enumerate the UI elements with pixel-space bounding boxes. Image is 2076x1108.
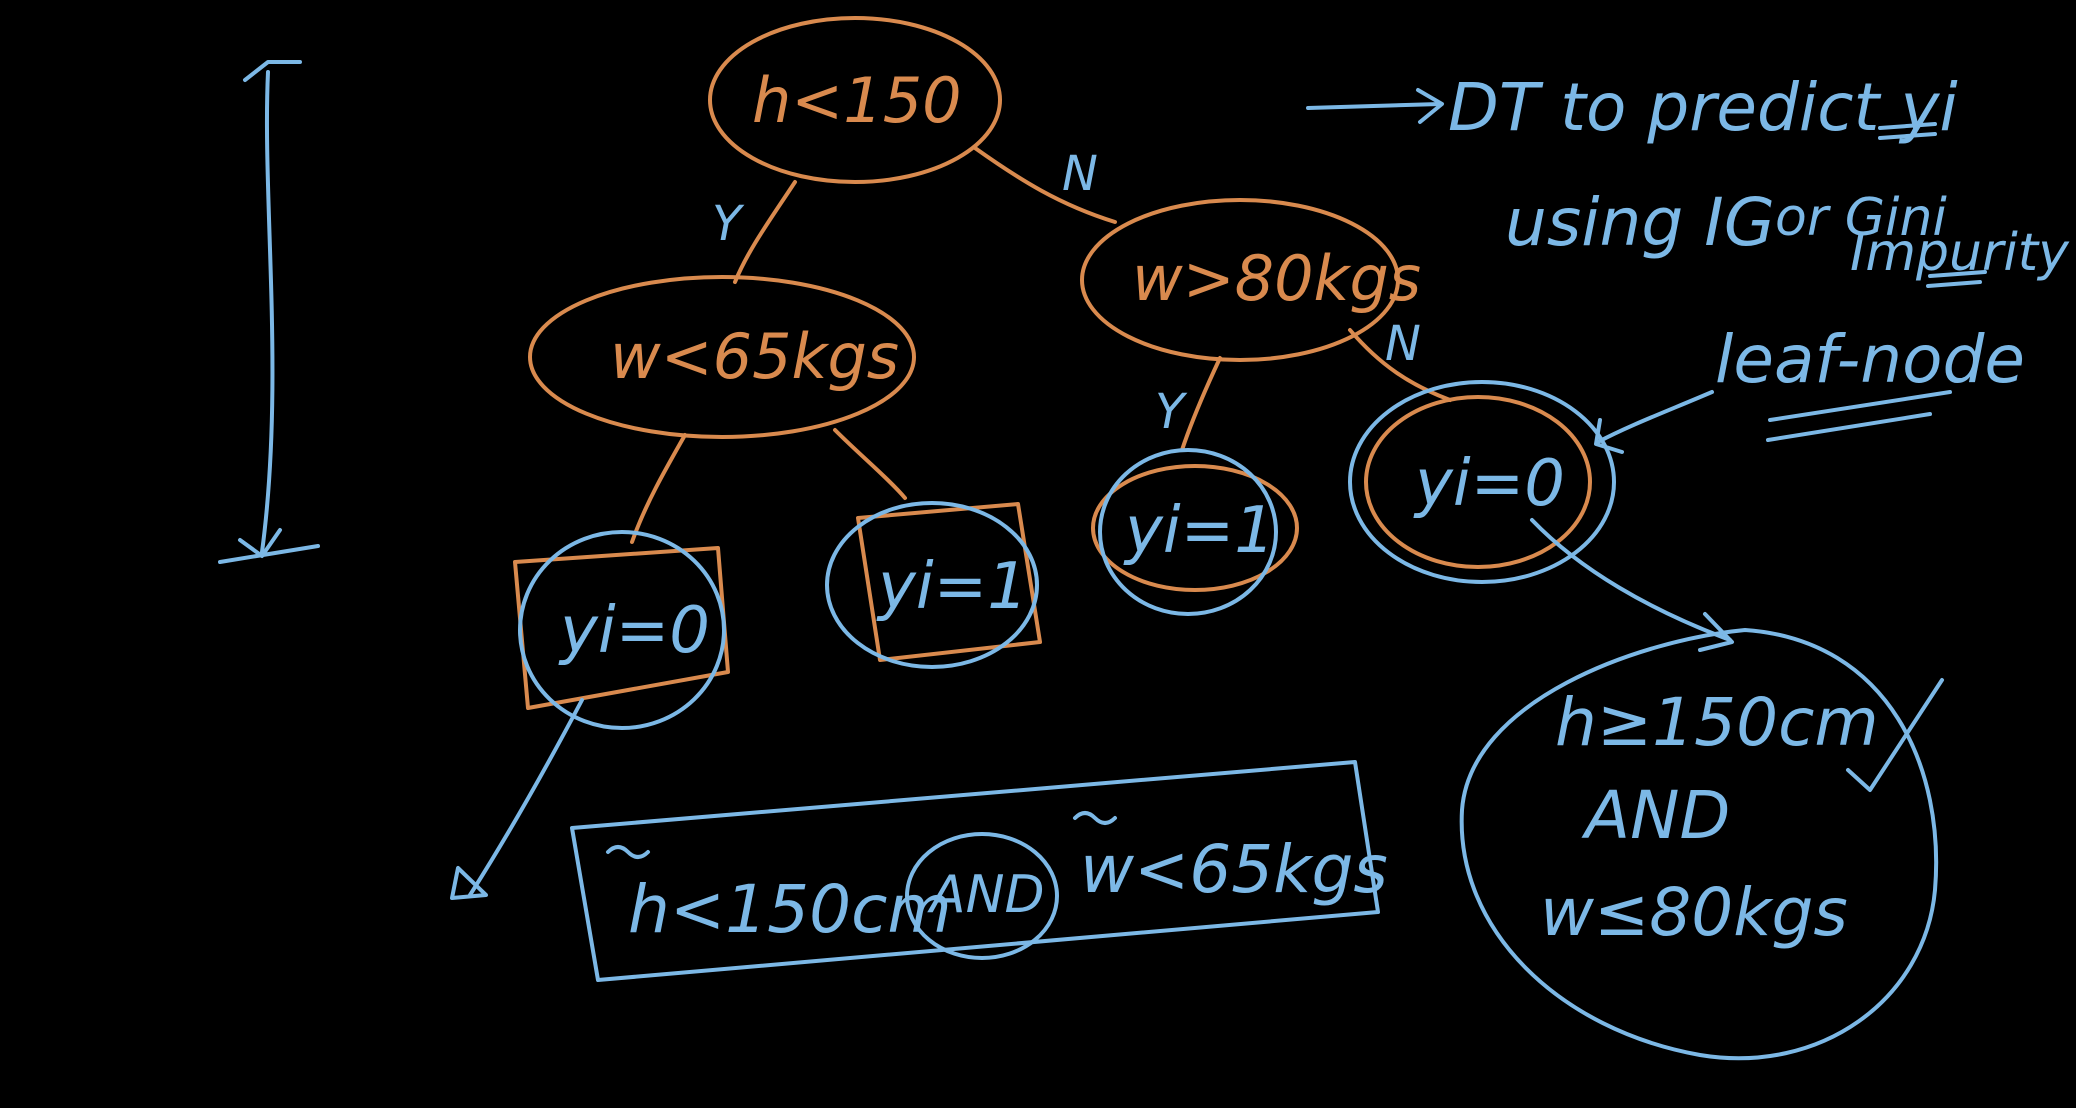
left-rule-box: h<150cm AND w<65kgs bbox=[570, 760, 1388, 982]
root-node-label: h<150 bbox=[752, 64, 962, 137]
leaf-node-annotation: leaf-node bbox=[1594, 321, 2025, 454]
leaf-node-1: yi=0 bbox=[513, 530, 730, 730]
goal-note: DT to predict yi using IG or Gini Impuri… bbox=[1306, 69, 2070, 288]
right-rule-bubble: h≥150cm AND w≤80kgs bbox=[1459, 628, 1939, 1061]
leaf-1-label: yi=0 bbox=[558, 594, 710, 668]
leaf-3-label: yi=1 bbox=[1123, 494, 1275, 568]
right-rule-line-2: AND bbox=[1581, 777, 1730, 854]
left-internal-node: w<65kgs bbox=[528, 275, 916, 439]
left-rule-h: h<150cm bbox=[628, 871, 952, 948]
leaf-1-rule-arrow bbox=[450, 698, 584, 900]
goal-line-2b: or Gini bbox=[1775, 188, 1947, 248]
left-rule-w: w<65kgs bbox=[1080, 831, 1388, 908]
left-rule-and: AND bbox=[927, 865, 1045, 925]
goal-line-2a: using IG bbox=[1505, 184, 1775, 261]
leaf-node-4: yi=0 bbox=[1348, 380, 1616, 584]
leaf-node-label: leaf-node bbox=[1715, 321, 2025, 398]
right-internal-label: w>80kgs bbox=[1132, 242, 1421, 315]
check-mark-icon bbox=[1846, 678, 1944, 792]
root-node: h<150 bbox=[708, 16, 1002, 184]
tree-edges bbox=[630, 146, 1452, 544]
leaf-4-rule-arrow bbox=[1530, 518, 1734, 652]
leaf-2-label: yi=1 bbox=[876, 550, 1028, 624]
root-no-label: N bbox=[1062, 146, 1098, 202]
leaf-4-label: yi=0 bbox=[1413, 447, 1565, 521]
right-rule-line-1: h≥150cm bbox=[1555, 684, 1879, 761]
right-rule-line-3: w≤80kgs bbox=[1540, 874, 1848, 951]
right-yes-label: Y bbox=[1155, 384, 1188, 440]
leaf-node-2: yi=1 bbox=[825, 501, 1042, 669]
root-yes-label: Y bbox=[712, 196, 745, 252]
right-internal-node: w>80kgs bbox=[1080, 198, 1421, 362]
goal-line-1: DT to predict yi bbox=[1448, 69, 1958, 146]
right-no-label: N bbox=[1385, 316, 1421, 372]
left-internal-label: w<65kgs bbox=[610, 320, 899, 393]
height-arrow bbox=[218, 60, 320, 564]
leaf-node-3: yi=1 bbox=[1091, 448, 1299, 616]
